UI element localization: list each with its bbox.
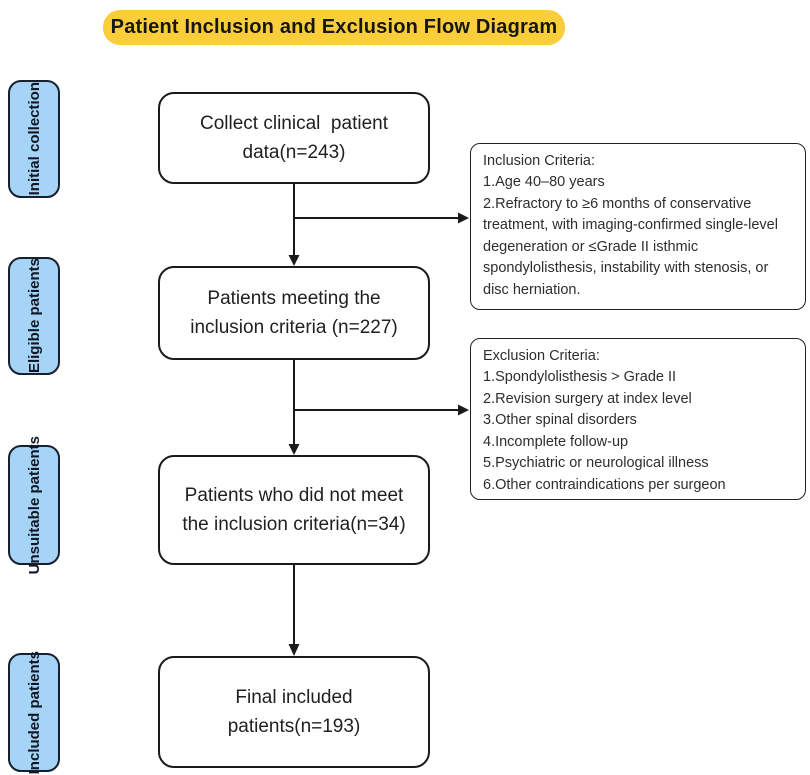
- flow-box-meeting-criteria-line2: inclusion criteria (n=227): [190, 317, 398, 338]
- flow-box-not-meeting-criteria: Patients who did not meet the inclusion …: [158, 455, 430, 565]
- diagram-title: Patient Inclusion and Exclusion Flow Dia…: [103, 10, 565, 45]
- flow-box-meeting-criteria: Patients meeting the inclusion criteria …: [158, 266, 430, 360]
- arrowhead-right-inclusion: [458, 212, 469, 224]
- inclusion-criteria-item-1: 1.Age 40–80 years: [483, 174, 605, 191]
- flow-box-not-meeting-criteria-line1: Patients who did not meet: [184, 484, 404, 506]
- exclusion-criteria-item-1: 1.Spondylolisthesis > Grade II: [483, 369, 677, 386]
- inclusion-criteria-item-2: 2.Refractory to ≥6 months of conservativ…: [483, 195, 778, 298]
- flow-box-final-included: Final included patients(n=193): [158, 656, 430, 768]
- arrowhead-right-exclusion: [458, 404, 469, 416]
- stage-eligible-patients: Eligible patients: [8, 257, 60, 375]
- stage-included-patients: Included patients: [8, 650, 60, 775]
- diagram-title-text: Patient Inclusion and Exclusion Flow Dia…: [110, 16, 558, 38]
- arrowhead-down-3: [288, 644, 300, 656]
- flow-box-final-included-line1: Final included: [235, 686, 353, 708]
- inclusion-criteria-heading: Inclusion Criteria:: [483, 153, 596, 169]
- exclusion-criteria-box: Exclusion Criteria: 1.Spondylolisthesis …: [470, 338, 806, 500]
- stage-initial-collection-label: Initial collection: [25, 82, 43, 196]
- exclusion-criteria-item-2: 2.Revision surgery at index level: [483, 390, 692, 407]
- stage-included-patients-label: Included patients: [25, 650, 43, 775]
- inclusion-criteria-box: Inclusion Criteria: 1.Age 40–80 years 2.…: [470, 143, 806, 310]
- arrowhead-down-1: [288, 255, 300, 266]
- exclusion-criteria-item-3: 3.Other spinal disorders: [483, 412, 637, 429]
- exclusion-criteria-item-4: 4.Incomplete follow-up: [483, 433, 629, 450]
- flow-box-collect-data: Collect clinical patient data(n=243): [158, 92, 430, 184]
- stage-unsuitable-patients-label: Unsuitable patients: [25, 435, 43, 575]
- exclusion-criteria-heading: Exclusion Criteria:: [483, 348, 600, 364]
- flow-box-final-included-line2: patients(n=193): [227, 716, 361, 737]
- exclusion-criteria-item-6: 6.Other contraindications per surgeon: [483, 476, 726, 493]
- flow-box-not-meeting-criteria-line2: the inclusion criteria(n=34): [182, 514, 406, 535]
- flow-box-meeting-criteria-line1: Patients meeting the: [207, 287, 381, 309]
- stage-unsuitable-patients: Unsuitable patients: [8, 436, 60, 574]
- arrowhead-down-2: [288, 444, 300, 455]
- flow-box-collect-data-line2: data(n=243): [242, 142, 346, 163]
- flow-box-collect-data-line1: Collect clinical patient: [200, 112, 388, 134]
- exclusion-criteria-item-5: 5.Psychiatric or neurological illness: [483, 455, 709, 472]
- stage-initial-collection: Initial collection: [8, 80, 60, 198]
- stage-eligible-patients-label: Eligible patients: [25, 258, 43, 374]
